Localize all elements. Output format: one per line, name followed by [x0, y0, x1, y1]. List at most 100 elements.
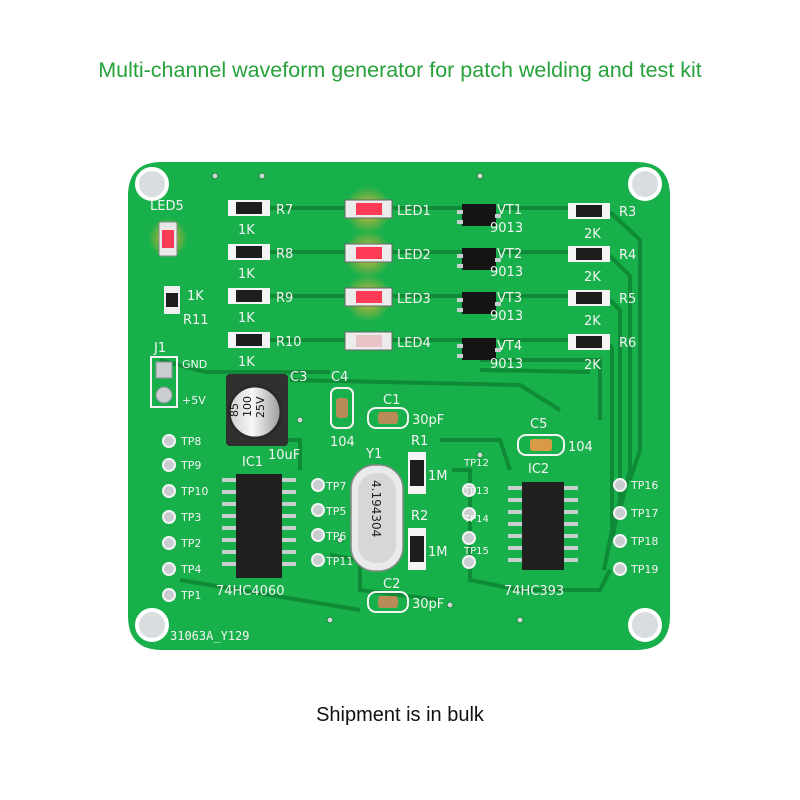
svg-text:TP2: TP2 — [180, 537, 201, 550]
left-resistor-r9: R9 1K — [228, 288, 293, 326]
svg-text:R3: R3 — [619, 205, 636, 220]
mount-hole-top-left — [135, 167, 169, 201]
right-resistor-r4: R4 2K — [568, 246, 636, 285]
svg-text:1K: 1K — [238, 355, 255, 370]
svg-text:C5: C5 — [530, 417, 547, 432]
svg-text:2K: 2K — [584, 227, 601, 242]
r11-label: R11 — [183, 313, 209, 328]
svg-text:TP10: TP10 — [180, 485, 208, 498]
svg-text:85: 85 — [228, 403, 241, 417]
resistor-r2: R2 1M — [408, 509, 448, 570]
svg-text:R6: R6 — [619, 336, 636, 351]
svg-text:30pF: 30pF — [412, 597, 444, 612]
svg-text:VT1: VT1 — [497, 203, 522, 218]
svg-text:TP15: TP15 — [463, 546, 489, 557]
mount-hole-bottom-right — [628, 608, 662, 642]
svg-text:9013: 9013 — [490, 357, 523, 372]
svg-text:74HC393: 74HC393 — [504, 584, 564, 599]
svg-text:C2: C2 — [383, 577, 400, 592]
svg-text:LED4: LED4 — [397, 336, 431, 351]
svg-text:TP7: TP7 — [325, 480, 346, 493]
svg-text:LED3: LED3 — [397, 292, 431, 307]
svg-text:R8: R8 — [276, 247, 293, 262]
capacitor-c3: 85 100 25V C3 10uF — [226, 370, 307, 463]
testpoints-right: TP16 TP17 TP18 TP19 — [613, 478, 658, 576]
svg-text:1M: 1M — [428, 545, 448, 560]
led2: LED2 — [344, 243, 431, 263]
svg-text:R10: R10 — [276, 335, 302, 350]
svg-text:10uF: 10uF — [268, 448, 300, 463]
svg-text:TP8: TP8 — [180, 435, 201, 448]
svg-text:TP5: TP5 — [325, 505, 346, 518]
svg-text:25V: 25V — [254, 396, 267, 418]
svg-text:TP14: TP14 — [463, 514, 489, 525]
svg-text:C3: C3 — [290, 370, 307, 385]
svg-text:Y1: Y1 — [365, 447, 382, 462]
svg-text:TP4: TP4 — [180, 563, 201, 576]
svg-text:TP19: TP19 — [630, 563, 658, 576]
svg-text:1K: 1K — [238, 267, 255, 282]
svg-text:TP13: TP13 — [463, 486, 489, 497]
svg-text:TP1: TP1 — [180, 589, 201, 602]
connector-j1: J1 GND +5V — [150, 341, 207, 408]
crystal-y1: Y1 4.194304 — [350, 447, 404, 572]
svg-text:C4: C4 — [331, 370, 348, 385]
svg-text:1K: 1K — [238, 223, 255, 238]
svg-text:TP12: TP12 — [463, 458, 489, 469]
r11-value: 1K — [187, 289, 204, 304]
right-resistor-r6: R6 2K — [568, 334, 636, 373]
svg-text:J1: J1 — [153, 341, 166, 356]
svg-text:2K: 2K — [584, 358, 601, 373]
transistor-vt2: VT2 9013 — [457, 247, 523, 280]
ic2-74hc393: IC2 74HC393 — [504, 462, 578, 599]
right-resistor-r5: R5 2K — [568, 290, 636, 329]
svg-text:9013: 9013 — [490, 221, 523, 236]
resistor-r1: R1 1M — [408, 434, 448, 494]
shipment-note: Shipment is in bulk — [316, 704, 484, 726]
svg-text:TP11: TP11 — [325, 555, 353, 568]
svg-text:R7: R7 — [276, 203, 293, 218]
svg-text:IC1: IC1 — [242, 455, 263, 470]
svg-text:104: 104 — [568, 440, 593, 455]
svg-text:TP17: TP17 — [630, 507, 658, 520]
svg-text:4.194304: 4.194304 — [369, 480, 383, 537]
svg-text:1K: 1K — [238, 311, 255, 326]
svg-text:GND: GND — [182, 358, 207, 371]
svg-text:R2: R2 — [411, 509, 428, 524]
testpoints-ic2: TP12 TP13 TP14 TP15 — [462, 458, 489, 569]
pcb-vias — [211, 172, 524, 624]
svg-text:VT3: VT3 — [497, 291, 522, 306]
pcb-traces — [159, 206, 642, 612]
svg-text:2K: 2K — [584, 270, 601, 285]
svg-text:TP9: TP9 — [180, 459, 201, 472]
mount-hole-bottom-left — [135, 608, 169, 642]
testpoints-mid: TP7 TP5 TP6 TP11 — [311, 478, 353, 568]
left-resistor-r8: R8 1K — [228, 244, 293, 282]
led3: LED3 — [344, 287, 431, 307]
svg-text:9013: 9013 — [490, 309, 523, 324]
svg-text:VT4: VT4 — [497, 339, 522, 354]
svg-text:R4: R4 — [619, 248, 636, 263]
ic1-74hc4060: IC1 74HC4060 — [216, 455, 296, 599]
svg-text:TP3: TP3 — [180, 511, 201, 524]
capacitor-c5: C5 104 — [517, 417, 593, 456]
svg-text:TP18: TP18 — [630, 535, 658, 548]
board-serial: 31063A_Y129 — [170, 629, 249, 643]
mount-hole-top-right — [628, 167, 662, 201]
svg-text:LED1: LED1 — [397, 204, 431, 219]
svg-text:100: 100 — [241, 396, 254, 417]
capacitor-c4: C4 104 — [330, 370, 355, 450]
svg-text:+5V: +5V — [182, 394, 206, 407]
svg-text:TP6: TP6 — [325, 530, 346, 543]
svg-text:IC2: IC2 — [528, 462, 549, 477]
led4: LED4 — [344, 331, 431, 351]
svg-text:R9: R9 — [276, 291, 293, 306]
svg-text:C1: C1 — [383, 393, 400, 408]
transistor-vt3: VT3 9013 — [457, 291, 523, 324]
svg-text:1M: 1M — [428, 469, 448, 484]
transistor-vt1: VT1 9013 — [457, 203, 523, 236]
left-resistor-r10: R10 1K — [228, 332, 302, 370]
led5-label: LED5 — [150, 199, 184, 214]
capacitor-c1: C1 30pF — [367, 393, 444, 429]
